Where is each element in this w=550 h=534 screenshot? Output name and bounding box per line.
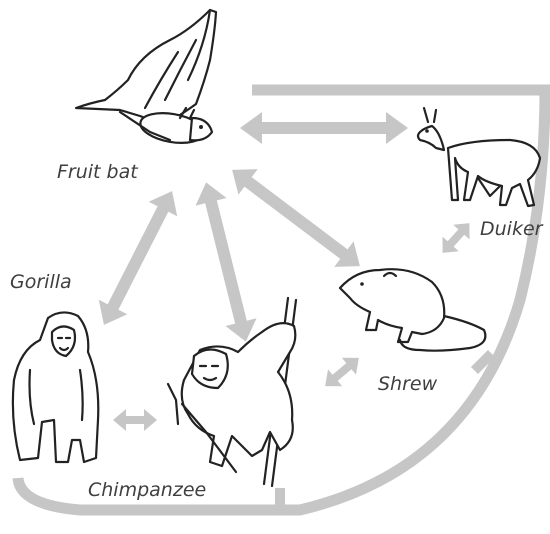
label-fruit-bat: Fruit bat <box>57 161 139 183</box>
arrow-duiker-shrew <box>434 216 477 260</box>
arrow-shrew-chimpanzee <box>318 349 366 394</box>
label-shrew: Shrew <box>378 373 438 395</box>
arrow-bat-chimpanzee <box>191 179 262 346</box>
arrow-bat-shrew <box>222 157 369 279</box>
label-gorilla: Gorilla <box>10 271 72 293</box>
label-duiker: Duiker <box>480 218 544 240</box>
label-chimpanzee: Chimpanzee <box>88 479 206 501</box>
arrow-bat-gorilla <box>90 184 187 332</box>
fruit-bat-illustration <box>76 10 216 147</box>
shrew-illustration <box>340 269 485 350</box>
arrow-bat-duiker <box>240 112 408 144</box>
arrow-gorilla-chimpanzee <box>113 409 157 431</box>
duiker-illustration <box>418 108 540 206</box>
gorilla-illustration <box>13 312 98 462</box>
